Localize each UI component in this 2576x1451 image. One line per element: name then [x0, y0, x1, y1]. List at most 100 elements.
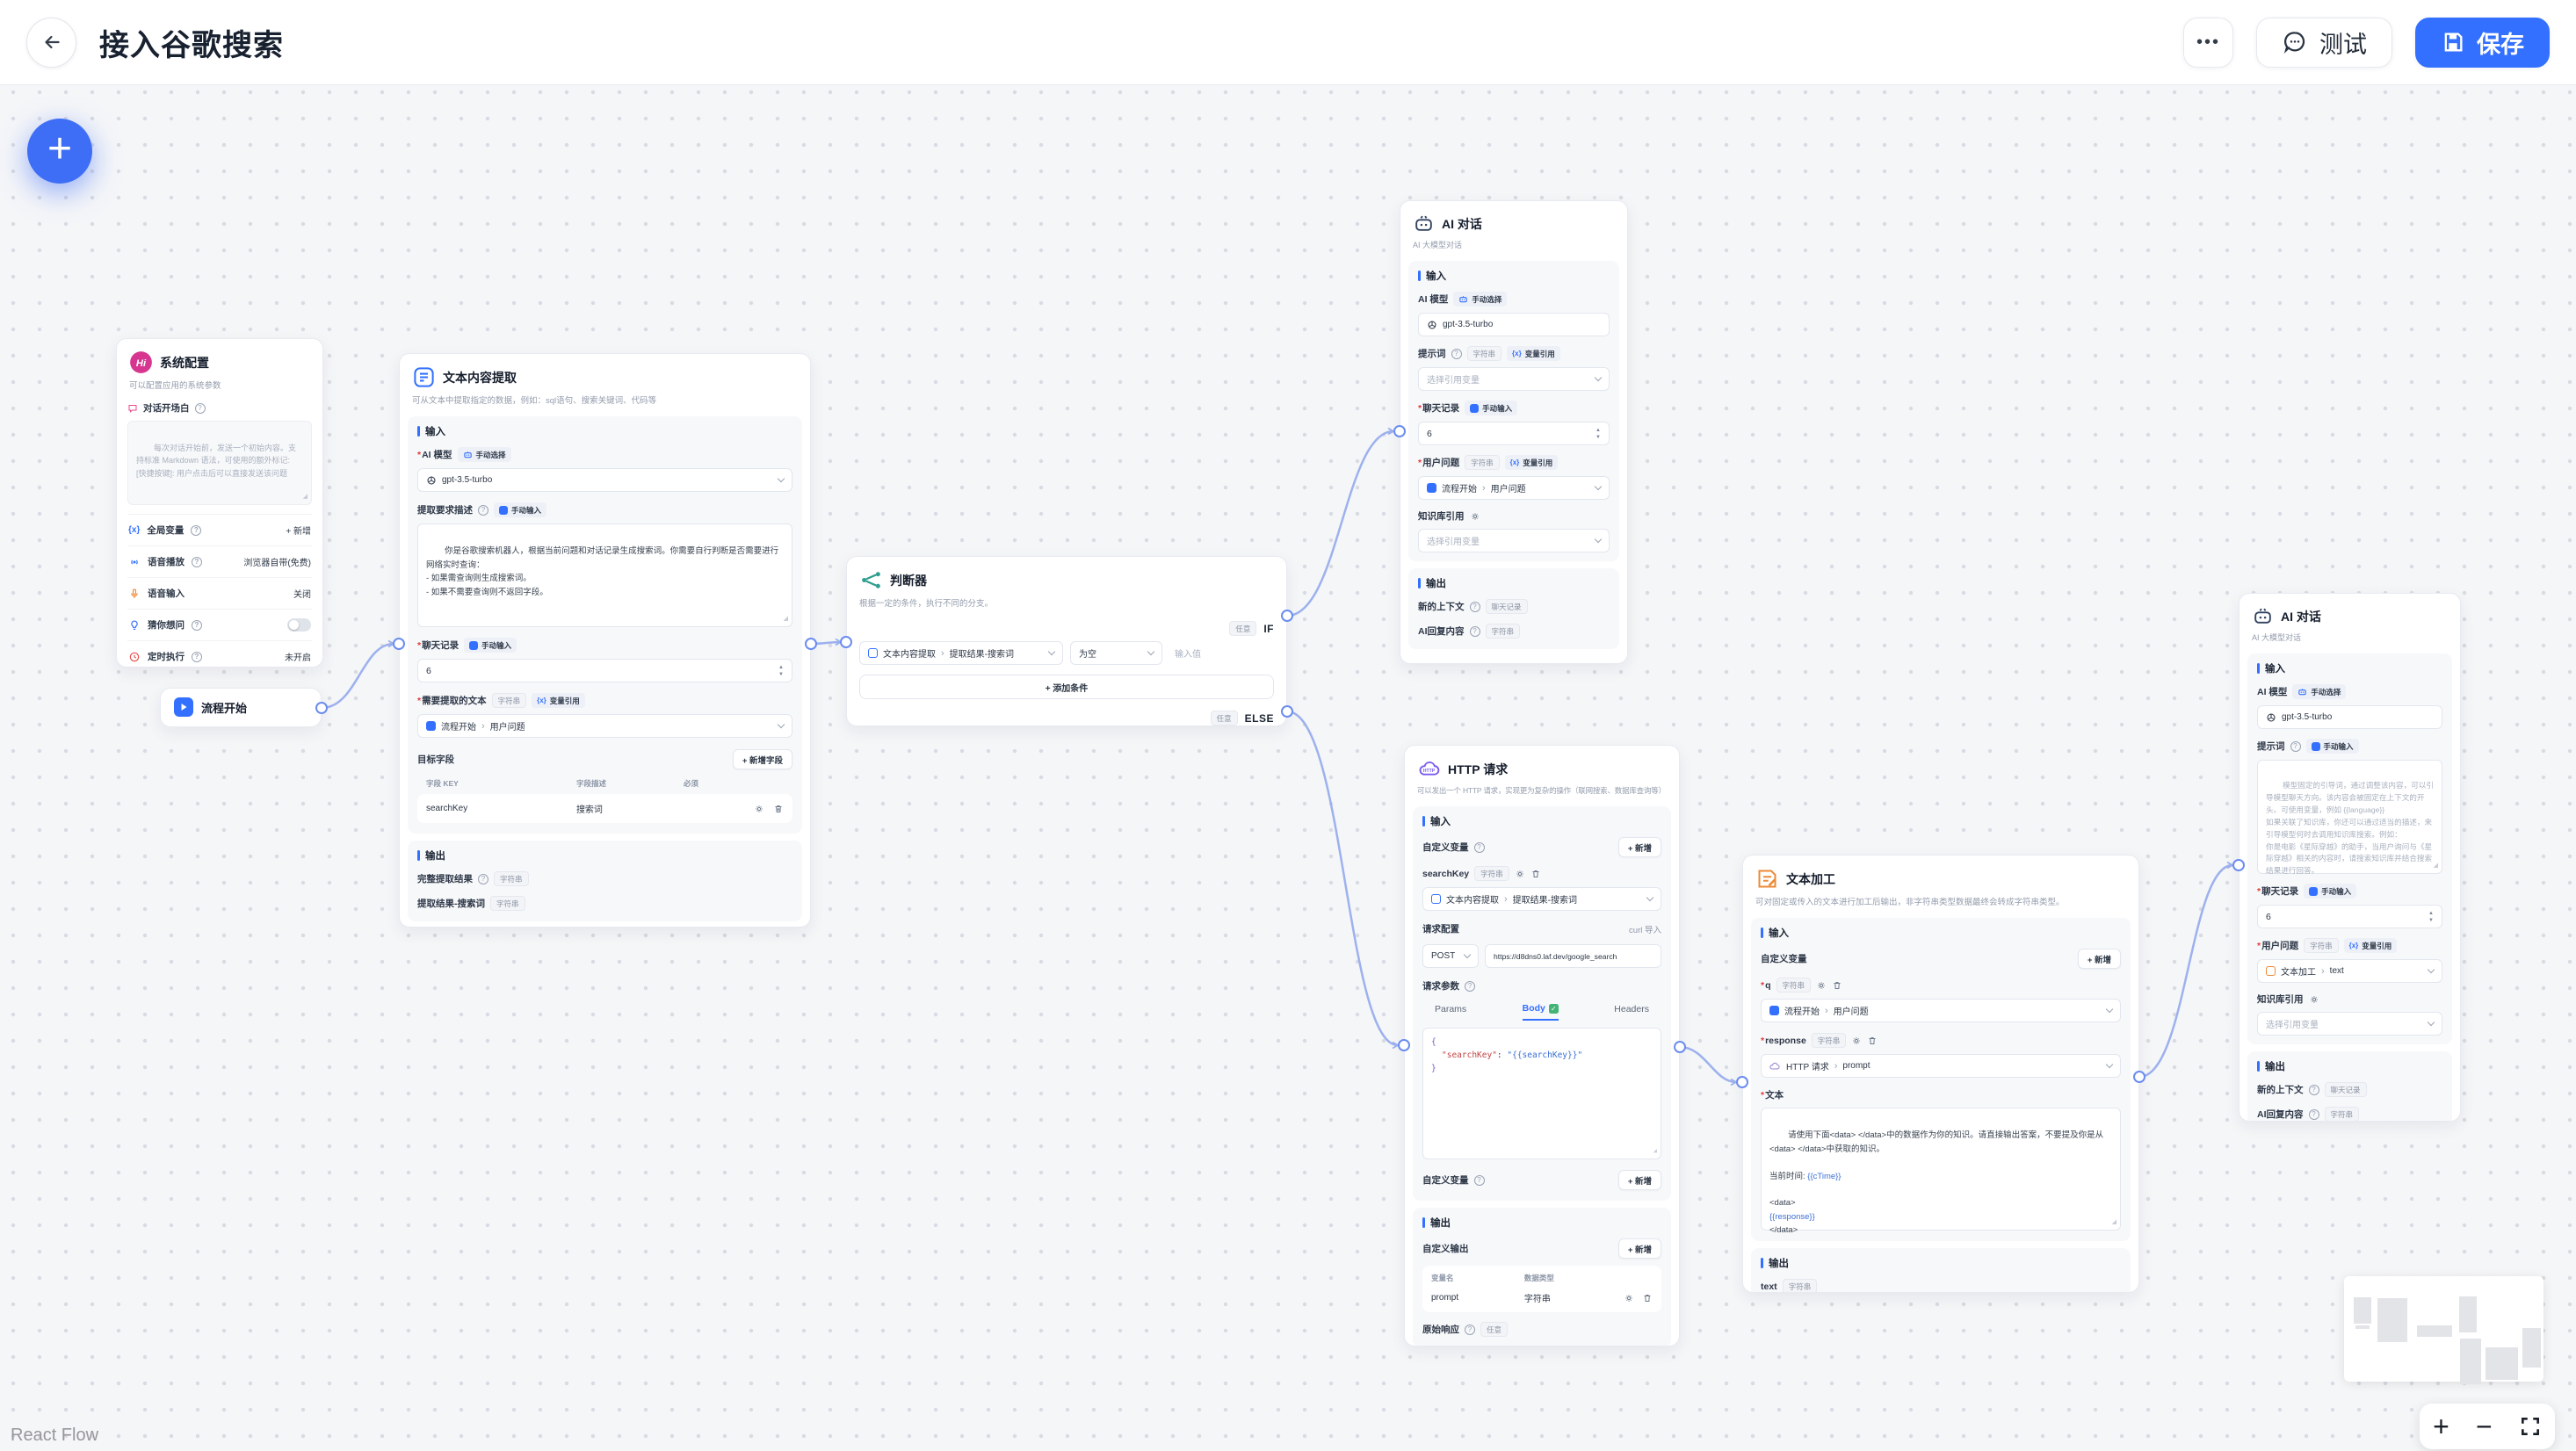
- edge-http-editor[interactable]: [1679, 1045, 1738, 1086]
- step-down-icon[interactable]: ▼: [1596, 434, 1601, 440]
- user-question-select[interactable]: 文本加工 › text: [2257, 959, 2442, 983]
- add-variable-button[interactable]: + 新增: [2077, 949, 2121, 969]
- edge-start-extract[interactable]: [321, 639, 395, 710]
- handle-aichat-right-target[interactable]: [2232, 859, 2245, 871]
- handle-start-source[interactable]: [315, 702, 328, 714]
- gear-icon[interactable]: [1851, 1036, 1862, 1046]
- handle-extract-target[interactable]: [393, 638, 405, 650]
- text-source-select[interactable]: 流程开始 › 用户问题: [417, 714, 792, 738]
- add-condition-button[interactable]: + 添加条件: [859, 675, 1274, 699]
- more-button[interactable]: •••: [2183, 17, 2233, 68]
- model-select[interactable]: gpt-3.5-turbo: [1418, 313, 1610, 336]
- edge-if-aichat[interactable]: [1286, 427, 1395, 617]
- node-text-editor[interactable]: 文本加工 可对固定或传入的文本进行加工后输出，非字符串类型数据最终会转成字符串类…: [1742, 855, 2139, 1293]
- add-variable-button[interactable]: + 新增: [286, 527, 311, 537]
- handle-classifier-else-source[interactable]: [1281, 705, 1293, 718]
- zoom-in-button[interactable]: +: [2433, 1411, 2449, 1442]
- add-output-button[interactable]: + 新增: [1617, 1238, 1661, 1259]
- add-variable-button[interactable]: + 新增: [1617, 837, 1661, 857]
- handle-extract-source[interactable]: [805, 638, 817, 650]
- handle-editor-target[interactable]: [1736, 1076, 1748, 1088]
- trash-icon[interactable]: [1832, 980, 1842, 991]
- condition-variable-select[interactable]: 文本内容提取 › 提取结果-搜索词: [859, 641, 1063, 665]
- gear-icon[interactable]: [754, 804, 764, 814]
- handle-aichat-top-target[interactable]: [1393, 425, 1406, 437]
- model-select[interactable]: gpt-3.5-turbo: [2257, 705, 2442, 729]
- handle-classifier-if-source[interactable]: [1281, 610, 1293, 622]
- opening-textarea[interactable]: 每次对话开始前，发送一个初始内容。支持标准 Markdown 语法，可使用的额外…: [127, 421, 312, 505]
- output-row[interactable]: prompt 字符串: [1431, 1291, 1653, 1304]
- tab-params[interactable]: Params: [1435, 1004, 1467, 1014]
- node-ai-chat-top[interactable]: AI 对话 AI 大模型对话 输入 AI 模型 手动选择 gpt-3.5-tur…: [1400, 200, 1628, 664]
- handle-http-source[interactable]: [1674, 1041, 1686, 1053]
- back-button[interactable]: [26, 17, 76, 68]
- handle-editor-source[interactable]: [2133, 1071, 2145, 1083]
- handle-http-target[interactable]: [1398, 1039, 1410, 1051]
- guess-question-row[interactable]: 猜你想问 ?: [127, 609, 312, 640]
- voice-input-row[interactable]: 语音输入 关闭: [127, 577, 312, 609]
- step-up-icon[interactable]: ▲: [2428, 910, 2434, 916]
- gear-icon[interactable]: [1624, 1293, 1634, 1303]
- trash-icon[interactable]: [1530, 869, 1541, 879]
- chat-history-input[interactable]: 6 ▲▼: [417, 659, 792, 682]
- fit-view-button[interactable]: [2519, 1415, 2542, 1438]
- minimap[interactable]: [2344, 1276, 2543, 1384]
- desc-textarea[interactable]: 你是谷歌搜索机器人，根据当前问题和对话记录生成搜索词。你需要自行判断是否需要进行…: [417, 523, 792, 627]
- edge-editor-airight[interactable]: [2138, 861, 2234, 1079]
- output-var-type: 字符串: [1523, 1295, 1551, 1304]
- url-input[interactable]: https://d8dns0.laf.dev/google_search: [1485, 944, 1661, 968]
- save-button[interactable]: 保存: [2415, 17, 2550, 68]
- var-source-select[interactable]: 文本内容提取 › 提取结果-搜索词: [1422, 887, 1661, 911]
- add-node-button[interactable]: +: [27, 119, 92, 184]
- q-source-select[interactable]: 流程开始 › 用户问题: [1761, 999, 2121, 1022]
- condition-value-input[interactable]: 输入值: [1175, 650, 1201, 660]
- field-row[interactable]: searchKey 搜索词: [417, 794, 792, 823]
- add-field-button[interactable]: + 新增字段: [732, 749, 792, 769]
- method-select[interactable]: POST: [1422, 944, 1479, 968]
- response-source-select[interactable]: HTTP 请求 › prompt: [1761, 1054, 2121, 1078]
- step-down-icon[interactable]: ▼: [2428, 917, 2434, 923]
- node-ai-chat-right[interactable]: AI 对话 AI 大模型对话 输入 AI 模型 手动选择 gpt-3.5-tur…: [2239, 593, 2461, 1122]
- model-select[interactable]: gpt-3.5-turbo: [417, 468, 792, 492]
- gear-icon[interactable]: [2309, 994, 2319, 1005]
- gear-icon[interactable]: [1515, 869, 1525, 879]
- edge-else-http[interactable]: [1286, 710, 1400, 1050]
- zoom-out-button[interactable]: −: [2475, 1411, 2493, 1442]
- kb-ref-select[interactable]: 选择引用变量: [2257, 1012, 2442, 1036]
- node-classifier[interactable]: 判断器 根据一定的条件，执行不同的分支。 任意 IF 文本内容提取 › 提取结果…: [846, 556, 1287, 726]
- scheduled-run-row[interactable]: 定时执行 ? 未开启: [127, 640, 312, 667]
- prompt-var-select[interactable]: 选择引用变量: [1418, 367, 1610, 391]
- gear-icon[interactable]: [1816, 980, 1827, 991]
- node-subtitle: 根据一定的条件，执行不同的分支。: [859, 599, 994, 609]
- chat-history-input[interactable]: 6 ▲▼: [2257, 905, 2442, 928]
- user-question-select[interactable]: 流程开始 › 用户问题: [1418, 476, 1610, 500]
- text-template-textarea[interactable]: 请使用下面<data> </data>中的数据作为你的知识。请直接输出答案，不要…: [1761, 1108, 2121, 1235]
- kb-ref-select[interactable]: 选择引用变量: [1418, 529, 1610, 552]
- trash-icon[interactable]: [1642, 1293, 1653, 1303]
- body-json-editor[interactable]: { "searchKey": "{{searchKey}}" } ◢: [1422, 1028, 1661, 1159]
- node-flow-start[interactable]: 流程开始: [160, 688, 322, 727]
- handle-classifier-target[interactable]: [840, 636, 852, 648]
- test-button[interactable]: 测试: [2256, 17, 2392, 68]
- tab-body[interactable]: Body✓: [1522, 1003, 1559, 1021]
- node-text-extract[interactable]: 文本内容提取 可从文本中提取指定的数据，例如：sql语句、搜索关键词、代码等 输…: [399, 353, 811, 928]
- tts-row[interactable]: 语音播放 ? 浏览器自带(免费): [127, 545, 312, 577]
- node-http-request[interactable]: HTTP HTTP 请求 可以发出一个 HTTP 请求，实现更为复杂的操作（联网…: [1404, 745, 1680, 1346]
- node-system-config[interactable]: Hi 系统配置 可以配置应用的系统参数 对话开场白 ? 每次对话开始前，发送一个…: [116, 338, 323, 668]
- trash-icon[interactable]: [1867, 1036, 1878, 1046]
- step-up-icon[interactable]: ▲: [1596, 427, 1601, 433]
- prompt-textarea[interactable]: 模型固定的引导词，通过调整该内容，可以引导模型聊天方向。该内容会被固定在上下文的…: [2257, 760, 2442, 875]
- step-down-icon[interactable]: ▼: [778, 671, 784, 677]
- gear-icon[interactable]: [1470, 511, 1480, 522]
- guess-question-toggle[interactable]: [287, 618, 311, 632]
- curl-import-button[interactable]: curl 导入: [1629, 925, 1661, 935]
- condition-operator-select[interactable]: 为空: [1070, 641, 1162, 665]
- tab-headers[interactable]: Headers: [1614, 1004, 1649, 1014]
- chat-history-input[interactable]: 6 ▲▼: [1418, 422, 1610, 445]
- add-variable-button[interactable]: + 新增: [1617, 1170, 1661, 1190]
- chevron-down-icon: [2427, 965, 2435, 974]
- trash-icon[interactable]: [773, 804, 784, 814]
- step-up-icon[interactable]: ▲: [778, 664, 784, 670]
- global-vars-row[interactable]: {x} 全局变量 ? + 新增: [127, 514, 312, 545]
